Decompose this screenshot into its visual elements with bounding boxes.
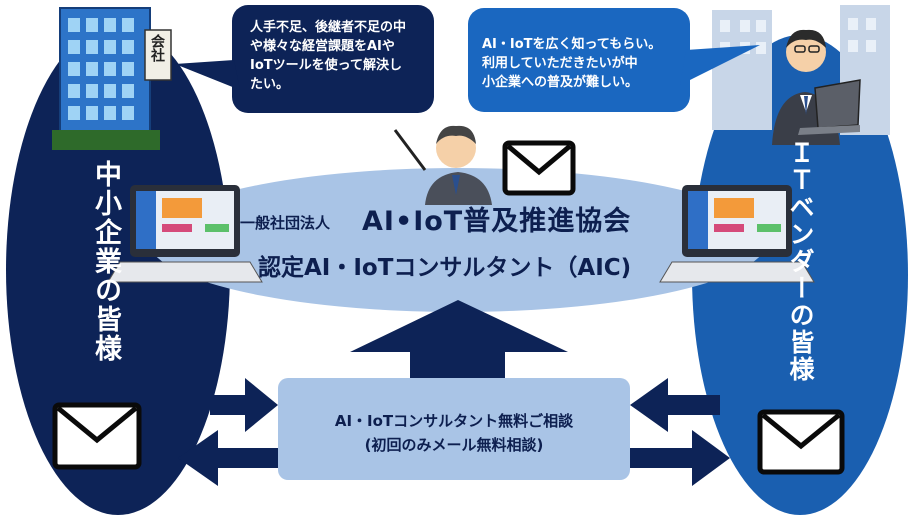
up-arrow bbox=[350, 300, 568, 392]
bottom-box-line1: AI・IoTコンサルタント無料ご相談 bbox=[334, 412, 574, 430]
envelope-icon bbox=[757, 409, 845, 475]
vendor-person-icon bbox=[772, 29, 861, 145]
org-prefix: 一般社団法人 bbox=[240, 214, 331, 232]
computer-icon bbox=[659, 185, 815, 283]
speech-bubble-left bbox=[175, 5, 434, 113]
computer-icon bbox=[107, 185, 263, 283]
consultant-title: 認定AI・IoTコンサルタント（AIC) bbox=[258, 255, 632, 281]
arrow-center-to-vendor bbox=[630, 430, 730, 486]
arrow-vendor-to-center bbox=[630, 378, 720, 432]
vendor-buildings-icon bbox=[712, 5, 890, 135]
center-ellipse bbox=[148, 168, 768, 312]
bottom-consult-box bbox=[278, 378, 630, 480]
presenter-icon bbox=[393, 125, 492, 205]
arrow-center-to-left bbox=[178, 430, 278, 486]
arrow-left-to-center bbox=[210, 378, 278, 432]
bubble-left-text: 人手不足、後継者不足の中 や様々な経営課題をAIや IoTツールを使って解決し … bbox=[250, 20, 407, 92]
bubble-right-text: AI・IoTを広く知ってもらい。 利用していただきたいが中 小企業への普及が難し… bbox=[482, 37, 662, 90]
envelope-icon bbox=[502, 140, 576, 196]
right-target-label: ＩＴベンダーの皆様 bbox=[786, 140, 815, 383]
org-name: AI•IoT普及推進協会 bbox=[362, 206, 632, 237]
building-icon bbox=[52, 7, 172, 150]
building-sign: 会社 bbox=[149, 34, 165, 62]
left-target-label: 中小企業の皆様 bbox=[90, 160, 121, 363]
bottom-box-line2: (初回のみメール無料相談) bbox=[364, 436, 544, 454]
speech-bubble-right bbox=[468, 8, 760, 112]
envelope-icon bbox=[52, 402, 142, 470]
